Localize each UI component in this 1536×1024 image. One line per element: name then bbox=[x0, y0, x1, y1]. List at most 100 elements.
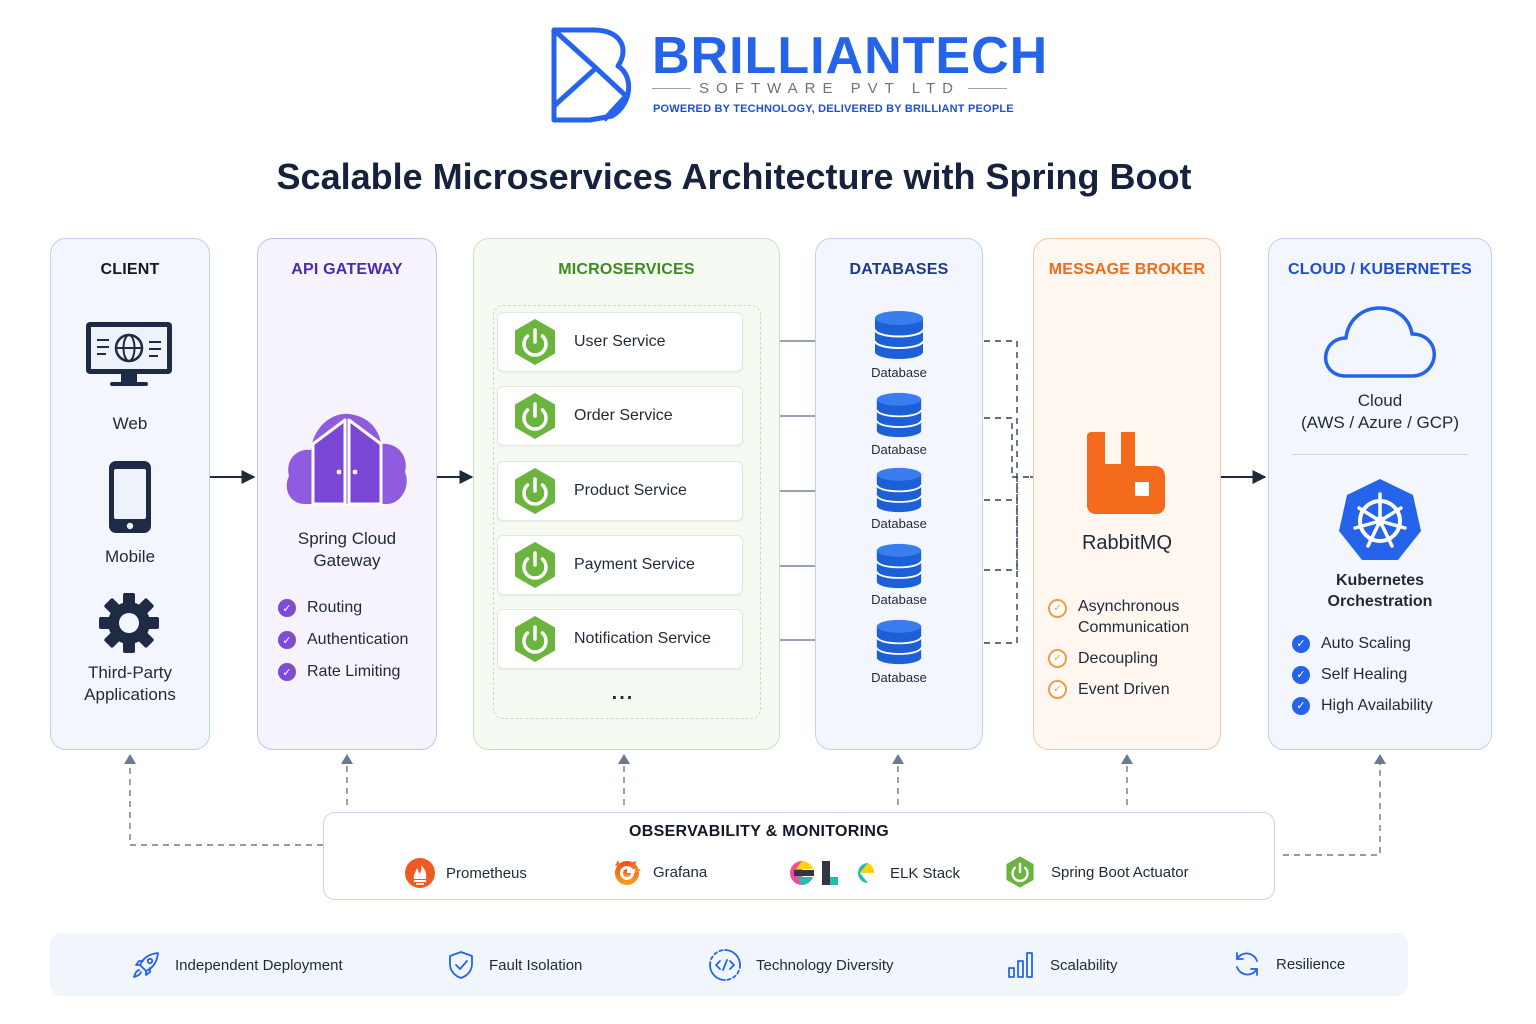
smartphone-icon bbox=[109, 461, 151, 533]
monitor-icon bbox=[86, 322, 172, 386]
benefit-scalability: Scalability bbox=[1006, 950, 1118, 980]
broker-heading: MESSAGE BROKER bbox=[1048, 261, 1206, 278]
services-group-frame bbox=[493, 305, 761, 719]
service-label: Order Service bbox=[574, 407, 673, 424]
shield-icon bbox=[449, 951, 473, 979]
kubernetes-icon bbox=[1339, 479, 1421, 560]
database-label: Database bbox=[871, 592, 927, 607]
cloud-divider bbox=[1292, 454, 1468, 455]
service-label: Payment Service bbox=[574, 556, 695, 573]
client-mobile-label: Mobile bbox=[104, 547, 156, 566]
observability-heading: OBSERVABILITY & MONITORING bbox=[629, 823, 889, 840]
database-label: Database bbox=[871, 516, 927, 531]
service-card[interactable]: User Service bbox=[497, 312, 743, 372]
spring-icon bbox=[1006, 856, 1034, 888]
service-card[interactable]: Notification Service bbox=[497, 609, 743, 669]
service-card[interactable]: Payment Service bbox=[497, 535, 743, 595]
benefit-independent-deployment: Independent Deployment bbox=[131, 950, 343, 980]
brand-subtitle: SOFTWARE PVT LTD bbox=[652, 80, 1007, 97]
cloud-heading: CLOUD / KUBERNETES bbox=[1287, 261, 1473, 278]
cloud-icon bbox=[1323, 306, 1436, 378]
database-icon bbox=[875, 543, 923, 589]
database-label: Database bbox=[871, 365, 927, 380]
spring-power-icon bbox=[515, 319, 555, 365]
client-web-label: Web bbox=[112, 414, 148, 433]
check-icon: ✓ bbox=[1292, 696, 1310, 715]
page-title: Scalable Microservices Architecture with… bbox=[276, 156, 1192, 197]
elk-tool: ELK Stack bbox=[788, 857, 960, 889]
service-label: User Service bbox=[574, 333, 666, 350]
gateway-heading: API GATEWAY bbox=[291, 261, 403, 278]
gateway-feature-item: ✓Rate Limiting bbox=[278, 656, 408, 688]
client-heading: CLIENT bbox=[100, 261, 160, 278]
prometheus-label: Prometheus bbox=[446, 864, 527, 882]
microservices-heading: MICROSERVICES bbox=[558, 261, 695, 278]
bar-chart-icon bbox=[1008, 952, 1033, 978]
elk-icon bbox=[790, 861, 875, 885]
service-label: Product Service bbox=[574, 482, 687, 499]
broker-feature-item: ✓ Decoupling bbox=[1048, 649, 1218, 668]
database-label: Database bbox=[871, 442, 927, 457]
rabbitmq-icon bbox=[1087, 432, 1165, 514]
grafana-icon bbox=[615, 858, 641, 885]
elk-label: ELK Stack bbox=[890, 864, 961, 882]
benefit-fault-isolation: Fault Isolation bbox=[447, 950, 582, 980]
brand-name: BRILLIANTECH bbox=[652, 27, 1049, 85]
database-label: Database bbox=[871, 670, 927, 685]
rocket-icon bbox=[133, 952, 159, 978]
check-icon: ✓ bbox=[1048, 649, 1067, 668]
gateway-features: ✓Routing ✓Authentication ✓Rate Limiting bbox=[278, 592, 408, 688]
check-icon: ✓ bbox=[278, 599, 296, 617]
gateway-feature-item: ✓Authentication bbox=[278, 624, 408, 656]
broker-feature-item: ✓ Asynchronous Communication bbox=[1048, 596, 1218, 638]
cloud-feature-item: ✓Auto Scaling bbox=[1292, 628, 1433, 659]
prometheus-icon bbox=[405, 858, 435, 888]
cloud-feature-item: ✓High Availability bbox=[1292, 690, 1433, 721]
cloud-label: Cloud bbox=[1357, 391, 1403, 410]
benefits-bar bbox=[50, 933, 1408, 996]
grafana-label: Grafana bbox=[653, 863, 708, 881]
service-card[interactable]: Product Service bbox=[497, 461, 743, 521]
benefit-label: Independent Deployment bbox=[175, 956, 343, 974]
spring-power-icon bbox=[515, 393, 555, 439]
benefit-label: Technology Diversity bbox=[756, 956, 894, 974]
gear-icon bbox=[99, 593, 159, 653]
broker-name: RabbitMQ bbox=[1081, 532, 1173, 554]
spring-power-icon bbox=[515, 616, 555, 662]
service-card[interactable]: Order Service bbox=[497, 386, 743, 446]
spring-power-icon bbox=[515, 468, 555, 514]
check-icon: ✓ bbox=[1048, 599, 1067, 618]
kubernetes-label: Kubernetes Orchestration bbox=[1327, 572, 1433, 610]
gateway-name: Spring Cloud Gateway bbox=[297, 529, 397, 570]
cloud-features: ✓Auto Scaling ✓Self Healing ✓High Availa… bbox=[1292, 628, 1433, 721]
brand-subtitle-text: SOFTWARE PVT LTD bbox=[699, 80, 960, 97]
database-icon bbox=[875, 467, 923, 513]
prometheus-tool: Prometheus bbox=[404, 857, 527, 889]
benefit-technology-diversity: Technology Diversity bbox=[708, 948, 894, 982]
more-services-ellipsis: ... bbox=[611, 682, 635, 704]
cloud-feature-item: ✓Self Healing bbox=[1292, 659, 1433, 690]
databases-heading: DATABASES bbox=[849, 261, 949, 278]
actuator-label: Spring Boot Actuator bbox=[1051, 863, 1189, 881]
observability-dashed-links bbox=[129, 764, 1381, 856]
service-label: Notification Service bbox=[574, 630, 711, 647]
actuator-tool: Spring Boot Actuator bbox=[1003, 855, 1189, 889]
refresh-icon bbox=[1236, 952, 1258, 976]
check-icon: ✓ bbox=[1292, 634, 1310, 653]
brand-logo-icon bbox=[551, 27, 632, 123]
client-third-party-label: Third-Party Applications bbox=[84, 663, 176, 704]
benefit-label: Resilience bbox=[1276, 955, 1346, 973]
database-icon bbox=[875, 392, 923, 438]
benefit-resilience: Resilience bbox=[1232, 949, 1345, 979]
broker-feature-item: ✓ Event Driven bbox=[1048, 680, 1218, 699]
cloud-gateway-icon bbox=[286, 413, 407, 506]
database-icon bbox=[875, 619, 923, 665]
brand-tagline: POWERED BY TECHNOLOGY, DELIVERED BY BRIL… bbox=[653, 103, 1014, 115]
observability-panel bbox=[323, 812, 1275, 900]
check-icon: ✓ bbox=[1048, 680, 1067, 699]
observability-arrowheads bbox=[124, 754, 1386, 764]
check-icon: ✓ bbox=[1292, 665, 1310, 684]
spring-power-icon bbox=[515, 542, 555, 588]
check-icon: ✓ bbox=[278, 663, 296, 681]
check-icon: ✓ bbox=[278, 631, 296, 649]
